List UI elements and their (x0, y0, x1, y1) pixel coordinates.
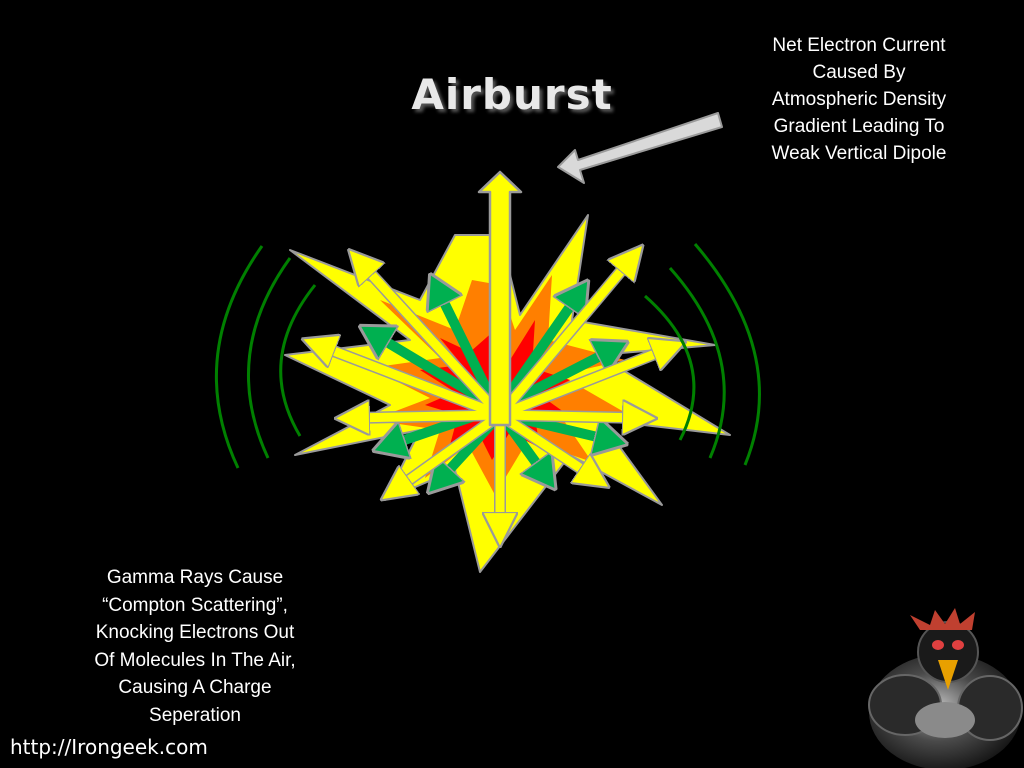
callout-line: Net Electron Current (772, 35, 946, 56)
slide-title: Airburst (411, 70, 613, 119)
wave-arc-left (279, 284, 317, 437)
dipole-callout-text: Net Electron Current Caused By Atmospher… (736, 32, 982, 167)
wave-arc-right (668, 267, 726, 459)
callout-line: Caused By (812, 62, 906, 83)
wave-arc-left (246, 257, 292, 459)
caption-line: Knocking Electrons Out (95, 622, 295, 643)
caption-line: Of Molecules In The Air, (94, 649, 296, 671)
wave-arc-left (215, 245, 264, 469)
caption-line: “Compton Scattering”, (102, 594, 288, 616)
gamma-arrow (497, 411, 595, 478)
em-waves (215, 243, 761, 469)
gamma-arrow (360, 262, 504, 419)
compton-caption-text: Gamma Rays Cause “Compton Scattering”, K… (64, 564, 326, 729)
vertical-dipole-arrow (477, 170, 523, 427)
callout-pointer-arrow (557, 112, 723, 184)
gamma-arrow (318, 345, 502, 420)
callout-line: Atmospheric Density (771, 89, 947, 110)
gamma-arrow (352, 415, 501, 418)
gamma-arrow (499, 415, 640, 418)
caption-line: Gamma Rays Cause (106, 567, 284, 588)
gamma-arrow (496, 258, 632, 418)
wave-arc-right (644, 294, 696, 441)
gamma-arrow (498, 348, 670, 420)
callout-line: Weak Vertical Dipole (771, 143, 947, 164)
gamma-arrow (395, 411, 503, 490)
irongeek-mascot-icon (868, 608, 1023, 768)
caption-line: Causing A Charge (118, 677, 272, 698)
electron-arrow (500, 295, 578, 403)
caption-line: Seperation (149, 704, 241, 726)
callout-line: Gradient Leading To (773, 116, 945, 137)
electron-arrow (438, 290, 497, 403)
footer-url-link[interactable]: http://Irongeek.com (10, 735, 208, 759)
gamma-arrows (318, 258, 670, 530)
wave-arc-right (693, 243, 761, 466)
